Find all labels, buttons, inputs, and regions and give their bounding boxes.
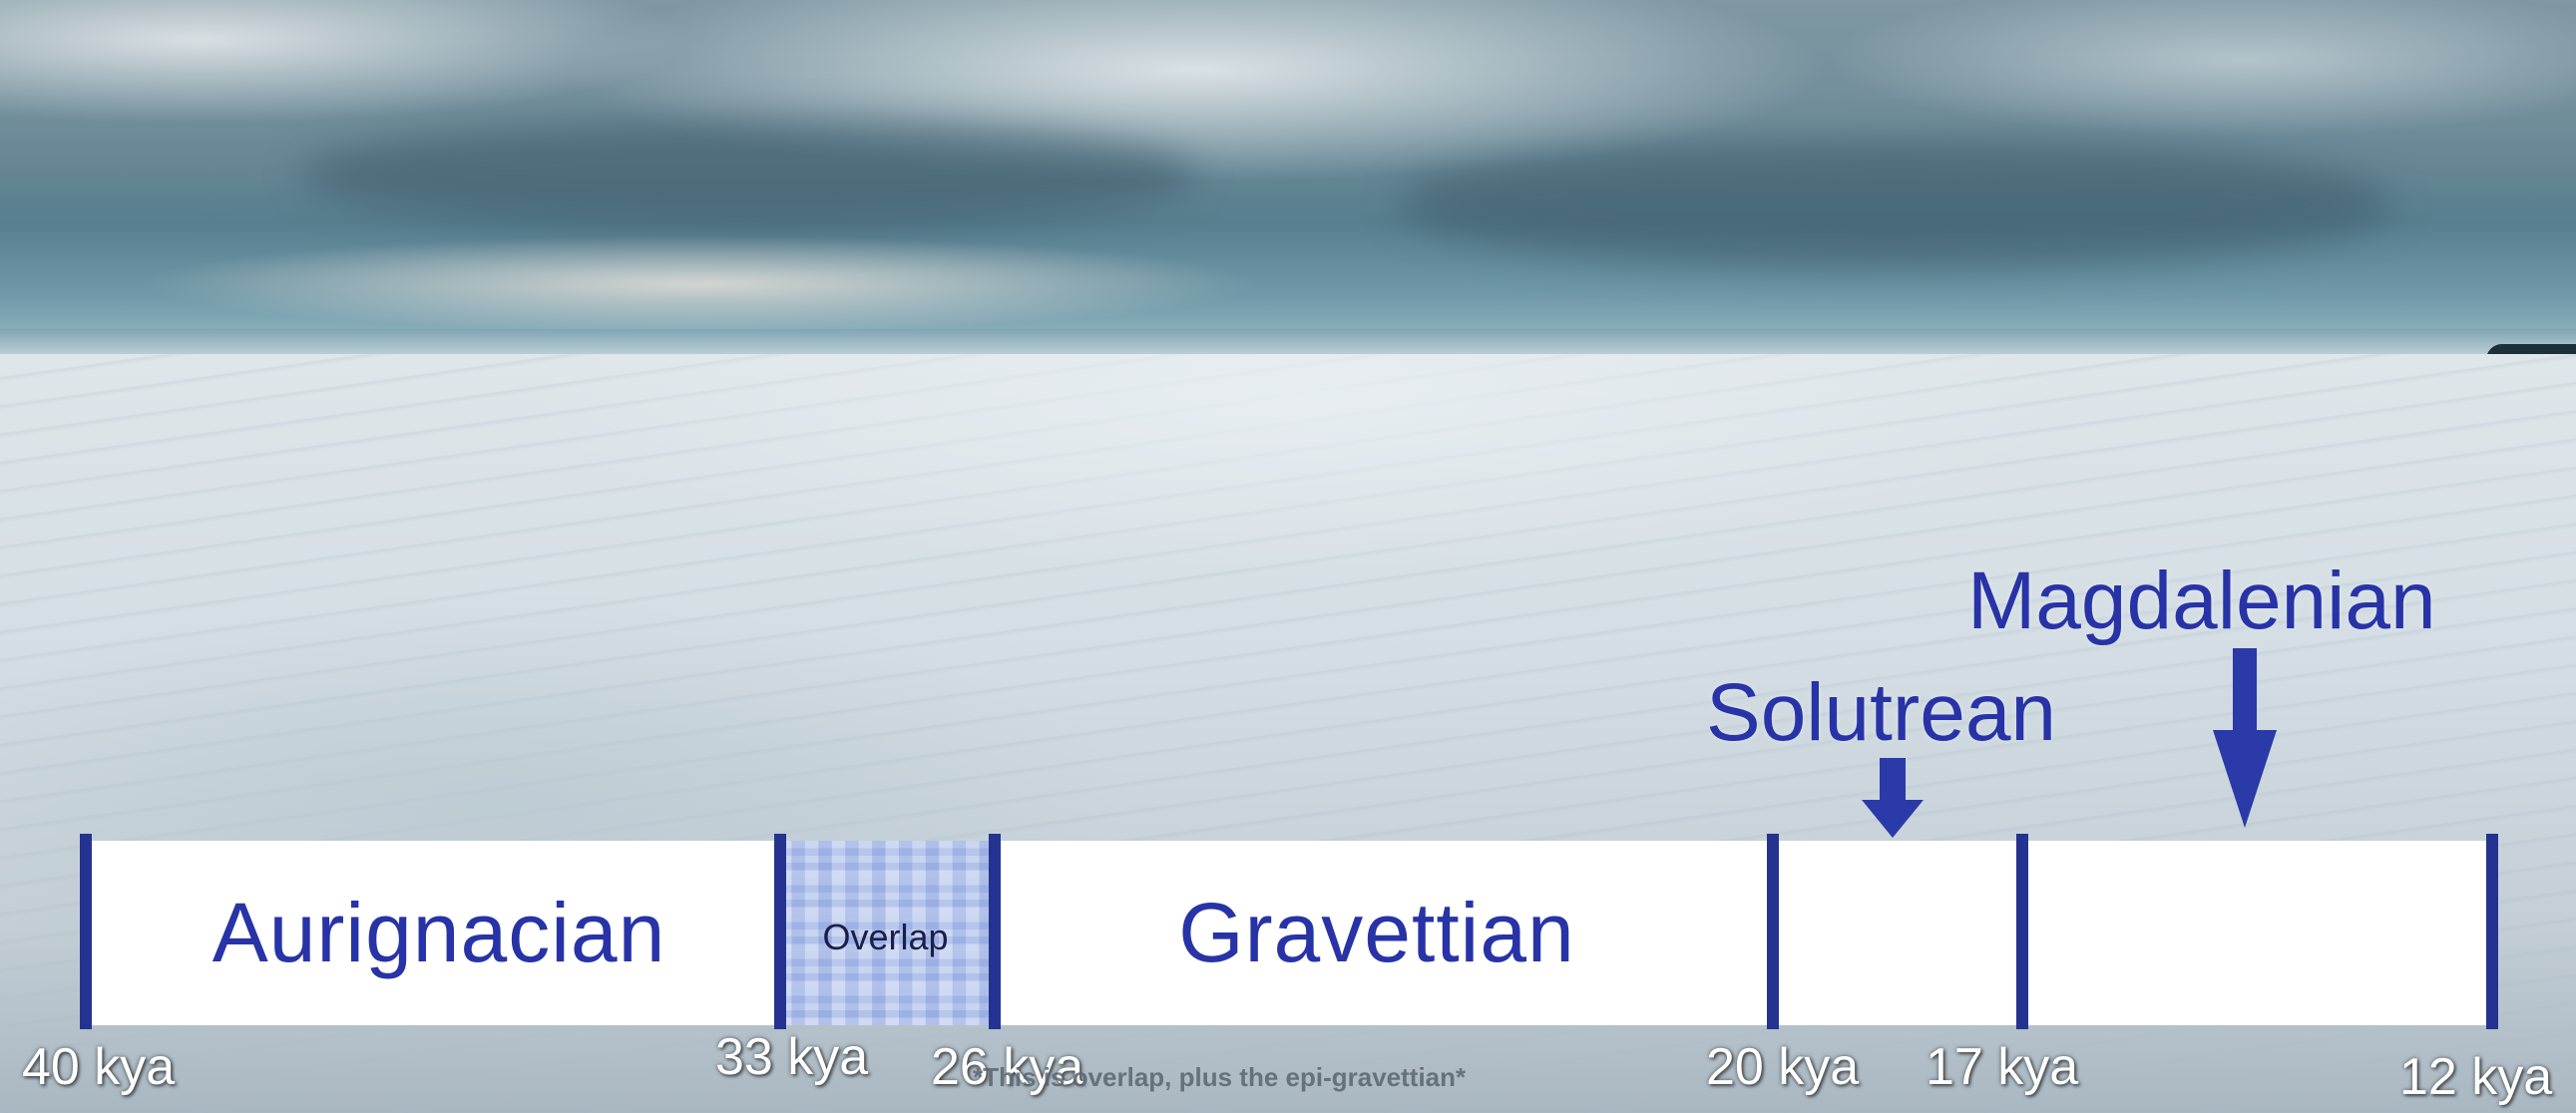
timeline-divider-12kya: [2486, 834, 2498, 1029]
tick-label-12kya: 12 kya: [2399, 1048, 2553, 1106]
tick-label-20kya: 20 kya: [1706, 1038, 1860, 1096]
timeline-divider-17kya: [2016, 834, 2028, 1029]
period-label-overlap: Overlap: [822, 917, 949, 957]
cloud-shape: [1397, 140, 2394, 269]
tick-label-17kya: 17 kya: [1926, 1038, 2079, 1096]
tick-label-26kya: 26 kya: [931, 1038, 1084, 1096]
timeline-divider-20kya: [1767, 834, 1779, 1029]
timeline-divider-40kya: [80, 834, 92, 1029]
timeline-divider-33kya: [774, 834, 786, 1029]
timeline-segment-aurignacian: [84, 841, 778, 1025]
period-label-gravettian: Gravettian: [1178, 886, 1575, 979]
tick-label-33kya: 33 kya: [715, 1028, 869, 1086]
period-label-aurignacian: Aurignacian: [212, 886, 666, 979]
timeline-segment-overlap: [778, 841, 993, 1025]
timeline-divider-26kya: [989, 834, 1001, 1029]
footnote-text: *This is overlap, plus the epi-gravettia…: [973, 1062, 1467, 1092]
arrow-down-icon: [2213, 648, 2277, 828]
callout-label-magdalenian: Magdalenian: [1967, 556, 2436, 646]
cloud-shape: [299, 120, 1197, 229]
callout-label-solutrean: Solutrean: [1706, 667, 2057, 758]
tick-label-40kya: 40 kya: [22, 1038, 176, 1096]
arrow-down-icon: [1862, 758, 1924, 838]
timeline-segment-gravettian-to-end: [993, 841, 2492, 1025]
